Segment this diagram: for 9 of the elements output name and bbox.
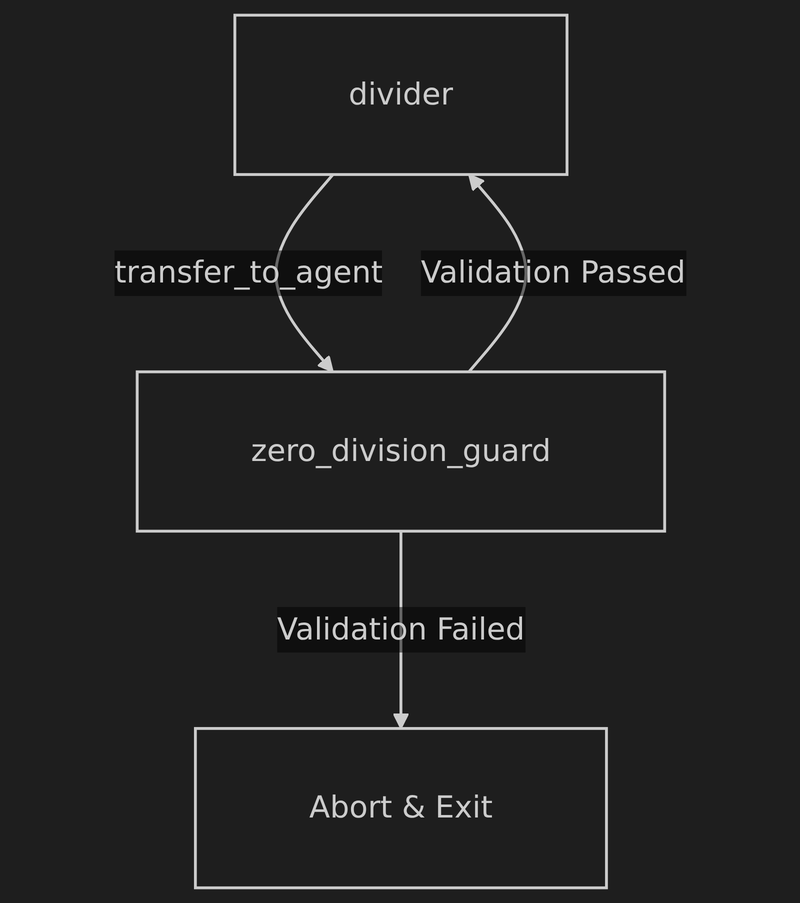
edge-label: transfer_to_agent [114,254,383,290]
node-box: Abort & Exit [194,727,608,890]
arrow [468,174,528,373]
edge-label: Validation Failed [277,610,525,647]
arrow [274,174,334,373]
node-box: zero_division_guard [136,370,666,533]
arrow [392,531,410,730]
node-box: divider [233,14,568,176]
edge-label: Validation Passed [420,254,686,290]
